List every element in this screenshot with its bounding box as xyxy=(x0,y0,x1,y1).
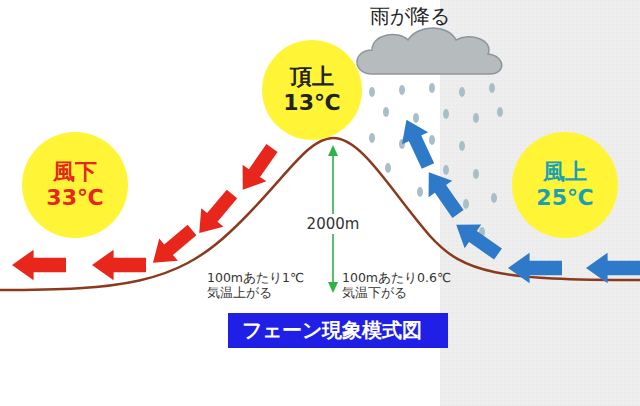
place-name: 風上 xyxy=(543,159,587,185)
rain-drops-part xyxy=(429,135,435,145)
height-arrow-part xyxy=(328,282,338,293)
height-dimension: 2000m xyxy=(305,214,362,234)
height-arrow-part xyxy=(328,145,338,156)
rain-drops-part xyxy=(459,87,465,97)
temperature-value: 33℃ xyxy=(46,185,103,211)
rain-drops-part xyxy=(417,187,423,197)
rain-drops-part xyxy=(413,113,419,123)
temperature-circle: 風下33℃ xyxy=(22,132,128,238)
moist-wind-arrows-part xyxy=(508,253,562,284)
moist-wind-arrows-part xyxy=(586,253,640,284)
temperature-circle: 風上25℃ xyxy=(512,132,618,238)
temperature-circle: 頂上13℃ xyxy=(262,40,362,140)
rain-drops-part xyxy=(399,85,405,95)
temperature-value: 13℃ xyxy=(283,90,340,116)
lapse-rate-note: 100mあたり0.6℃ 気温下がる xyxy=(342,270,451,300)
warm-wind-arrows-part xyxy=(144,219,202,274)
moist-wind-arrows-part xyxy=(417,164,470,222)
rain-drops-part xyxy=(473,169,479,179)
warm-wind-arrows-part xyxy=(12,250,66,281)
warm-wind-arrows-part xyxy=(231,140,284,198)
rain-drops-part xyxy=(443,109,449,119)
rain-cloud-part xyxy=(357,28,502,74)
rain-drops-part xyxy=(443,165,449,175)
warm-wind-arrows-part xyxy=(188,185,243,243)
temperature-value: 25℃ xyxy=(536,185,593,211)
rain-drops-part xyxy=(383,107,389,117)
rain-drops-part xyxy=(463,199,469,209)
lapse-rate-note: 100mあたり1℃ 気温上がる xyxy=(207,270,304,300)
rain-cloud xyxy=(357,28,502,74)
moist-wind-arrows-part xyxy=(448,213,506,266)
place-name: 頂上 xyxy=(290,64,334,90)
rain-drops-part xyxy=(491,193,497,203)
rain-drops-part xyxy=(369,87,375,97)
moist-wind-arrows xyxy=(393,114,640,284)
rain-drops xyxy=(369,83,503,237)
diagram-title: フェーン現象模式図 xyxy=(228,313,448,348)
cloud-label: 雨が降る xyxy=(370,4,450,28)
moist-wind-arrows-part xyxy=(393,114,441,172)
place-name: 風下 xyxy=(53,159,97,185)
rain-drops-part xyxy=(385,163,391,173)
rain-drops-part xyxy=(369,133,375,143)
rain-drops-part xyxy=(459,141,465,151)
rain-drops-part xyxy=(489,83,495,93)
warm-wind-arrows-part xyxy=(92,250,146,281)
rain-drops-part xyxy=(473,113,479,123)
rain-drops-part xyxy=(497,107,503,117)
rain-drops-part xyxy=(429,83,435,93)
